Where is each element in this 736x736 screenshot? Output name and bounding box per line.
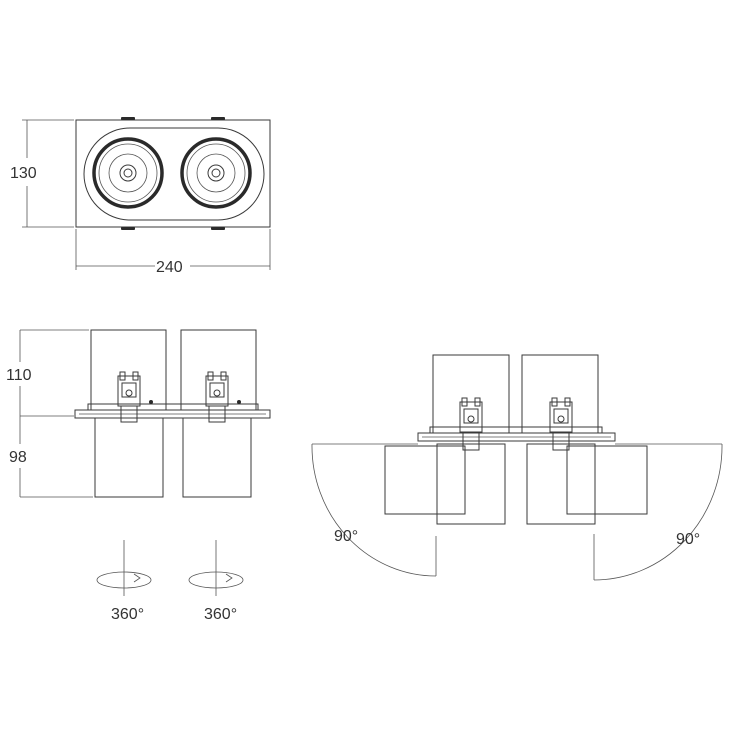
top-view: 130 240 — [10, 117, 271, 276]
dimension-width-top — [75, 229, 271, 270]
left-lamp-top — [92, 137, 164, 209]
rotation-label-left: 360° — [111, 606, 144, 623]
dimension-height-top — [22, 119, 74, 228]
right-lamp-top — [180, 137, 252, 209]
tilt-label-right: 90° — [676, 531, 700, 548]
bracket-left — [117, 371, 153, 423]
dimension-label-98: 98 — [9, 449, 27, 466]
dimension-height-side — [19, 329, 93, 498]
rotation-label-right: 360° — [204, 606, 237, 623]
tilt-label-left: 90° — [334, 528, 358, 545]
dimension-label-240: 240 — [156, 259, 183, 276]
rotation-symbol-right — [188, 540, 244, 596]
bracket-right — [205, 371, 241, 423]
tilt-bracket-right — [549, 397, 573, 451]
rotation-symbol-left — [96, 540, 152, 596]
tilt-view — [311, 354, 723, 581]
side-view: 110 98 — [6, 329, 271, 498]
dimension-label-110: 110 — [6, 367, 32, 384]
tilt-bracket-left — [459, 397, 483, 451]
dimension-label-130: 130 — [10, 165, 37, 182]
